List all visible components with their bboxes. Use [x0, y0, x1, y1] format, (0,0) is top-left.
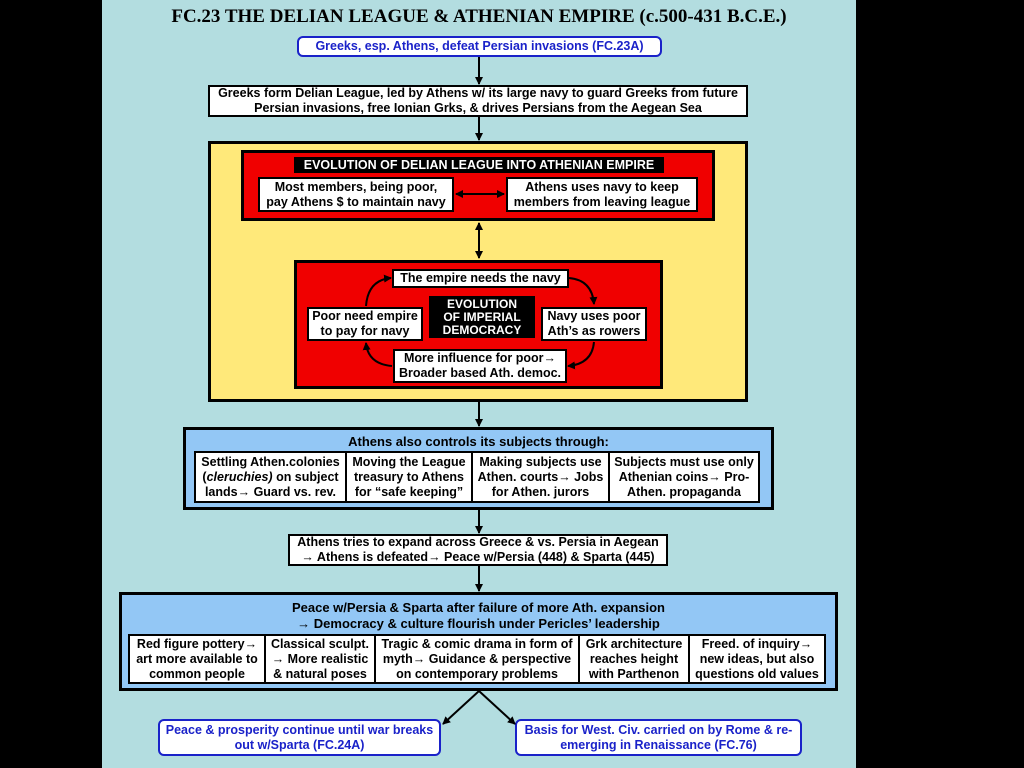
culture-sculpture-line-1: Classical sculpt. [271, 636, 369, 651]
control-colonies-line-3: lands→ Guard vs. rev. [204, 484, 337, 499]
cycle-arrow-bottom-left [362, 342, 393, 367]
culture-pottery-line-1: Red figure pottery→ [136, 636, 258, 651]
navy-keeps-box: Athens uses navy to keep members from le… [506, 177, 698, 212]
culture-drama-line-3: on contemporary problems [396, 666, 558, 681]
poor-need-empire-box: Poor need empire to pay for navy [307, 307, 423, 341]
controls-row: Settling Athen.colonies (cleruchies) on … [194, 451, 760, 503]
culture-inquiry-line-2: new ideas, but also [699, 651, 815, 666]
culture-inquiry: Freed. of inquiry→ new ideas, but also q… [688, 634, 826, 684]
control-colonies-line-1: Settling Athen.colonies [201, 454, 340, 469]
expansion-line-1: Athens tries to expand across Greece & v… [297, 535, 659, 549]
cycle-arrow-top-right [568, 277, 598, 305]
expansion-box: Athens tries to expand across Greece & v… [288, 534, 668, 566]
culture-architecture-line-3: with Parthenon [588, 666, 680, 681]
culture-sculpture-line-2: → More realistic [271, 651, 369, 666]
league-line-2: Persian invasions, free Ionian Grks, & d… [254, 101, 702, 115]
navy-uses-line-2: Ath’s as rowers [547, 324, 641, 338]
outcome-war-line-1: Peace & prosperity continue until war br… [165, 722, 434, 737]
control-courts-line-2: Athen. courts→ Jobs [477, 469, 604, 484]
league-line-1: Greeks form Delian League, led by Athens… [218, 86, 738, 100]
cycle-arrow-left-top [365, 274, 392, 307]
members-pay-box: Most members, being poor, pay Athens $ t… [258, 177, 454, 212]
navy-uses-poor-box: Navy uses poor Ath’s as rowers [541, 307, 647, 341]
control-coins-line-1: Subjects must use only [614, 454, 754, 469]
poor-need-line-1: Poor need empire [312, 309, 418, 323]
control-colonies-line-2: (cleruchies) on subject [202, 469, 339, 484]
culture-sculpture: Classical sculpt. → More realistic & nat… [264, 634, 376, 684]
culture-inquiry-line-1: Freed. of inquiry→ [701, 636, 813, 651]
culture-pottery-line-2: art more available to [136, 651, 258, 666]
peace-header-line-1: Peace w/Persia & Sparta after failure of… [291, 600, 666, 615]
expansion-line-2: → Athens is defeated→ Peace w/Persia (44… [301, 550, 655, 564]
members-pay-line-1: Most members, being poor, [274, 179, 438, 194]
intro-text: Greeks, esp. Athens, defeat Persian inva… [315, 39, 644, 53]
center-line-1: EVOLUTION [446, 296, 517, 311]
control-treasury: Moving the League treasury to Athens for… [345, 451, 473, 503]
culture-architecture-line-1: Grk architecture [585, 636, 683, 651]
control-courts: Making subjects use Athen. courts→ Jobs … [471, 451, 610, 503]
poor-need-line-2: to pay for navy [320, 324, 410, 338]
control-treasury-line-2: treasury to Athens [354, 469, 464, 484]
outcome-westciv-box: Basis for West. Civ. carried on by Rome … [515, 719, 802, 756]
culture-inquiry-line-3: questions old values [695, 666, 819, 681]
outcome-war-line-2: out w/Sparta (FC.24A) [234, 737, 365, 752]
intro-box: Greeks, esp. Athens, defeat Persian inva… [297, 36, 662, 57]
culture-drama-line-2: myth→ Guidance & perspective [382, 651, 572, 666]
control-coins-line-3: Athen. propaganda [627, 484, 741, 499]
page-title: FC.23 THE DELIAN LEAGUE & ATHENIAN EMPIR… [171, 6, 787, 27]
control-coins-line-2: Athenian coins→ Pro- [618, 469, 750, 484]
more-influence-line-1: More influence for poor→ [403, 351, 557, 365]
culture-architecture-line-2: reaches height [589, 651, 679, 666]
peace-row: Red figure pottery→ art more available t… [128, 634, 826, 684]
navy-keeps-line-1: Athens uses navy to keep [525, 179, 679, 194]
control-coins: Subjects must use only Athenian coins→ P… [608, 451, 760, 503]
navy-uses-line-1: Navy uses poor [547, 309, 641, 323]
navy-keeps-line-2: members from leaving league [513, 194, 691, 209]
culture-drama-line-1: Tragic & comic drama in form of [381, 636, 573, 651]
controls-header: Athens also controls its subjects throug… [348, 434, 609, 449]
imperial-democracy-center: EVOLUTION OF IMPERIAL DEMOCRACY [429, 296, 535, 338]
culture-sculpture-line-3: & natural poses [273, 666, 367, 681]
culture-drama: Tragic & comic drama in form of myth→ Gu… [374, 634, 580, 684]
cycle-arrow-right-bottom [567, 341, 595, 370]
arrow-peace-to-westciv [478, 690, 516, 725]
more-influence-box: More influence for poor→ Broader based A… [393, 349, 567, 383]
peace-header: Peace w/Persia & Sparta after failure of… [119, 600, 838, 632]
outcome-war-box: Peace & prosperity continue until war br… [158, 719, 441, 756]
outcome-westciv-line-1: Basis for West. Civ. carried on by Rome … [524, 722, 793, 737]
control-treasury-line-1: Moving the League [352, 454, 466, 469]
center-line-3: DEMOCRACY [442, 322, 522, 337]
members-pay-line-2: pay Athens $ to maintain navy [266, 194, 446, 209]
empire-needs-navy-box: The empire needs the navy [392, 269, 569, 288]
evolution-header: EVOLUTION OF DELIAN LEAGUE INTO ATHENIAN… [294, 157, 664, 173]
control-treasury-line-3: for “safe keeping” [354, 484, 464, 499]
empire-needs-navy-text: The empire needs the navy [400, 271, 561, 285]
peace-header-line-2: → Democracy & culture flourish under Per… [297, 616, 660, 631]
control-courts-line-1: Making subjects use [479, 454, 602, 469]
culture-architecture: Grk architecture reaches height with Par… [578, 634, 690, 684]
center-line-2: OF IMPERIAL [443, 309, 521, 324]
arrow-peace-to-war [442, 690, 480, 725]
league-box: Greeks form Delian League, led by Athens… [208, 85, 748, 117]
more-influence-line-2: Broader based Ath. democ. [398, 366, 562, 380]
control-colonies: Settling Athen.colonies (cleruchies) on … [194, 451, 347, 503]
outcome-westciv-line-2: emerging in Renaissance (FC.76) [560, 737, 757, 752]
evolution-header-text: EVOLUTION OF DELIAN LEAGUE INTO ATHENIAN… [303, 158, 655, 172]
control-courts-line-3: for Athen. jurors [491, 484, 590, 499]
culture-pottery-line-3: common people [149, 666, 245, 681]
